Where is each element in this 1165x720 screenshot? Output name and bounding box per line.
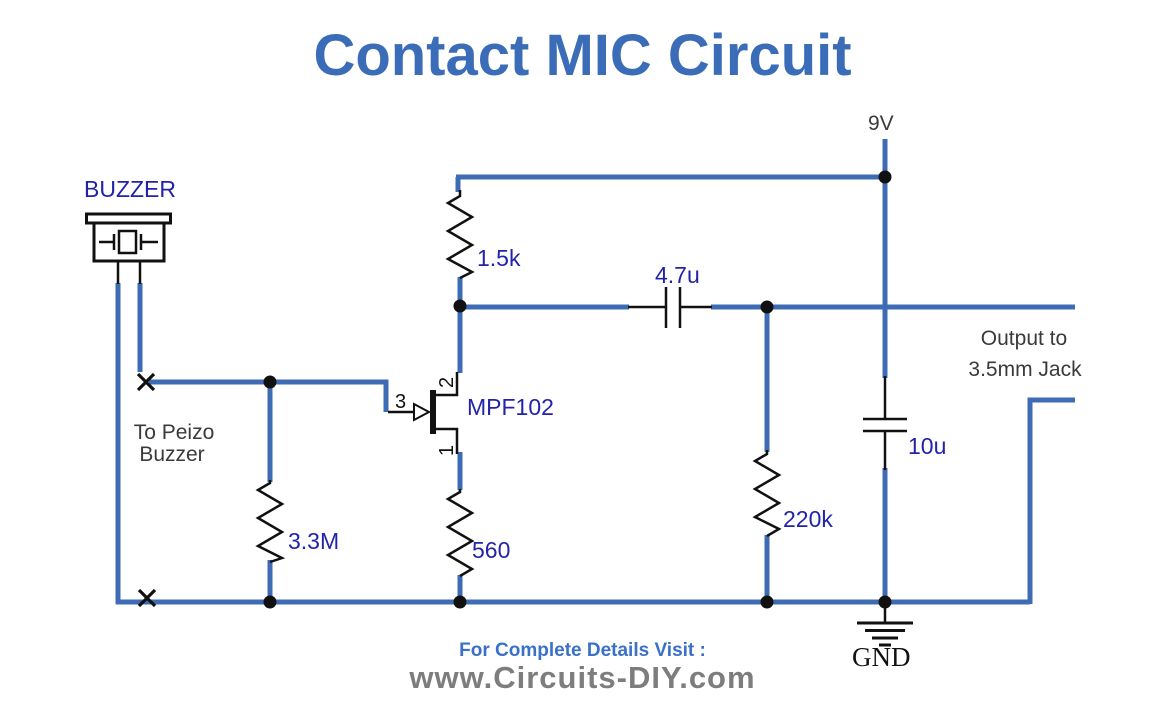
resistor-220k-icon xyxy=(752,450,782,538)
jfet-pin-gate: 3 xyxy=(395,391,406,413)
resistor-220k-label: 220k xyxy=(783,506,833,532)
wire-output-ground xyxy=(1027,397,1075,604)
ground-label: GND xyxy=(852,642,911,672)
page-title: Contact MIC Circuit xyxy=(313,23,852,88)
resistor-560-label: 560 xyxy=(472,537,510,563)
junction-dots xyxy=(263,170,892,609)
capacitor-4.7u-icon xyxy=(628,287,712,328)
jfet-pin-drain: 2 xyxy=(436,377,458,388)
junction-dot xyxy=(263,375,277,389)
x-connection-mark xyxy=(137,588,157,608)
capacitor-10u-icon xyxy=(863,376,907,470)
resistor-3.3M-label: 3.3M xyxy=(288,528,339,554)
buzzer-label: BUZZER xyxy=(84,176,176,202)
junction-dot xyxy=(878,170,892,184)
capacitor-4.7u-label: 4.7u xyxy=(655,262,700,288)
capacitor-10u-label: 10u xyxy=(908,433,946,459)
ground-icon xyxy=(857,602,913,647)
supply-label: 9V xyxy=(868,112,894,135)
output-note-line2: 3.5mm Jack xyxy=(968,358,1082,381)
footer-visit-text: For Complete Details Visit : xyxy=(459,640,706,661)
junction-dot xyxy=(263,595,277,609)
wires xyxy=(115,139,1075,605)
x-connection-mark xyxy=(136,372,156,392)
piezo-buzzer-icon xyxy=(85,212,172,284)
buzzer-note-line2: Buzzer xyxy=(139,443,204,466)
junction-dot xyxy=(878,595,892,609)
resistor-1.5k-icon xyxy=(445,190,475,280)
junction-dot xyxy=(453,299,467,313)
junction-dot xyxy=(453,595,467,609)
junction-dot xyxy=(760,595,774,609)
junction-dot xyxy=(760,300,774,314)
footer-website-text: www.Circuits-DIY.com xyxy=(409,660,756,695)
wire-gate xyxy=(149,379,389,412)
buzzer-note-line1: To Peizo xyxy=(134,421,215,444)
resistor-3.3M-icon xyxy=(255,480,286,564)
resistor-560-icon xyxy=(445,489,475,578)
resistor-1.5k-label: 1.5k xyxy=(477,245,521,271)
jfet-label: MPF102 xyxy=(467,394,554,420)
output-note-line1: Output to xyxy=(981,327,1067,350)
jfet-transistor-icon xyxy=(388,372,459,454)
jfet-pin-source: 1 xyxy=(436,445,458,456)
